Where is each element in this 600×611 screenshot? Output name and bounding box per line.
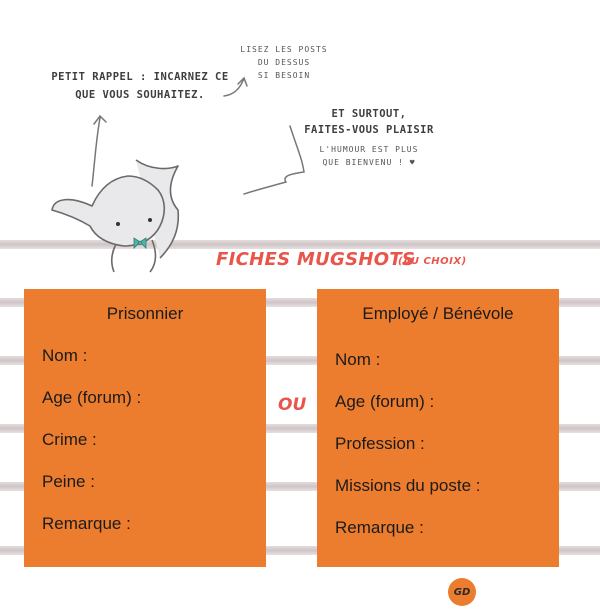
field-crime: Crime : — [42, 430, 97, 449]
reminder-note: PETIT RAPPEL : INCARNEZ CE QUE VOUS SOUH… — [48, 68, 232, 104]
reminder-line: PETIT RAPPEL : INCARNEZ CE — [51, 71, 229, 83]
have-fun-note: ET SURTOUT, FAITES-VOUS PLAISIR — [296, 106, 442, 138]
fun-line: FAITES-VOUS PLAISIR — [304, 124, 434, 136]
field-age: Age (forum) : — [335, 392, 435, 411]
curved-arrow-icon — [243, 125, 305, 195]
height-line — [0, 298, 600, 307]
field-profession: Profession : — [335, 434, 425, 453]
read-line: SI BESOIN — [257, 71, 311, 80]
field-missions: Missions du poste : — [335, 476, 481, 495]
or-separator: OU — [278, 395, 307, 415]
field-sentence: Peine : — [42, 472, 95, 491]
humor-note: L'HUMOUR EST PLUS QUE BIENVENU ! ♥ — [304, 143, 434, 169]
prisoner-card: Prisonnier Nom : Age (forum) : Crime : P… — [24, 289, 266, 567]
read-line: DU DESSUS — [257, 58, 311, 67]
bow-icon — [133, 237, 147, 249]
field-age: Age (forum) : — [42, 388, 142, 407]
card-title: Prisonnier — [106, 304, 184, 323]
height-line — [0, 356, 600, 365]
reminder-line: QUE VOUS SOUHAITEZ. — [75, 89, 205, 101]
humor-line: QUE BIENVENU ! ♥ — [322, 158, 416, 167]
read-line: LISEZ LES POSTS — [240, 45, 328, 54]
cat-character-icon — [51, 159, 180, 273]
height-line — [0, 482, 600, 491]
field-remark: Remarque : — [42, 514, 131, 533]
read-posts-note: LISEZ LES POSTS DU DESSUS SI BESOIN — [232, 43, 336, 82]
employee-card: Employé / Bénévole Nom : Age (forum) : P… — [317, 289, 559, 567]
field-remark: Remarque : — [335, 518, 424, 537]
section-title: FICHES MUGSHOTS — [216, 249, 416, 270]
height-line — [0, 240, 600, 249]
humor-line: L'HUMOUR EST PLUS — [319, 145, 419, 154]
height-line — [0, 546, 600, 555]
section-subtitle: (AU CHOIX) — [398, 256, 467, 267]
field-name: Nom : — [42, 346, 88, 365]
field-name: Nom : — [335, 350, 381, 369]
curved-arrow-icon — [223, 76, 248, 97]
gd-badge: GD — [448, 578, 476, 606]
fun-line: ET SURTOUT, — [331, 108, 407, 120]
card-title: Employé / Bénévole — [362, 304, 514, 323]
height-line — [0, 424, 600, 433]
curved-arrow-icon — [91, 114, 107, 187]
